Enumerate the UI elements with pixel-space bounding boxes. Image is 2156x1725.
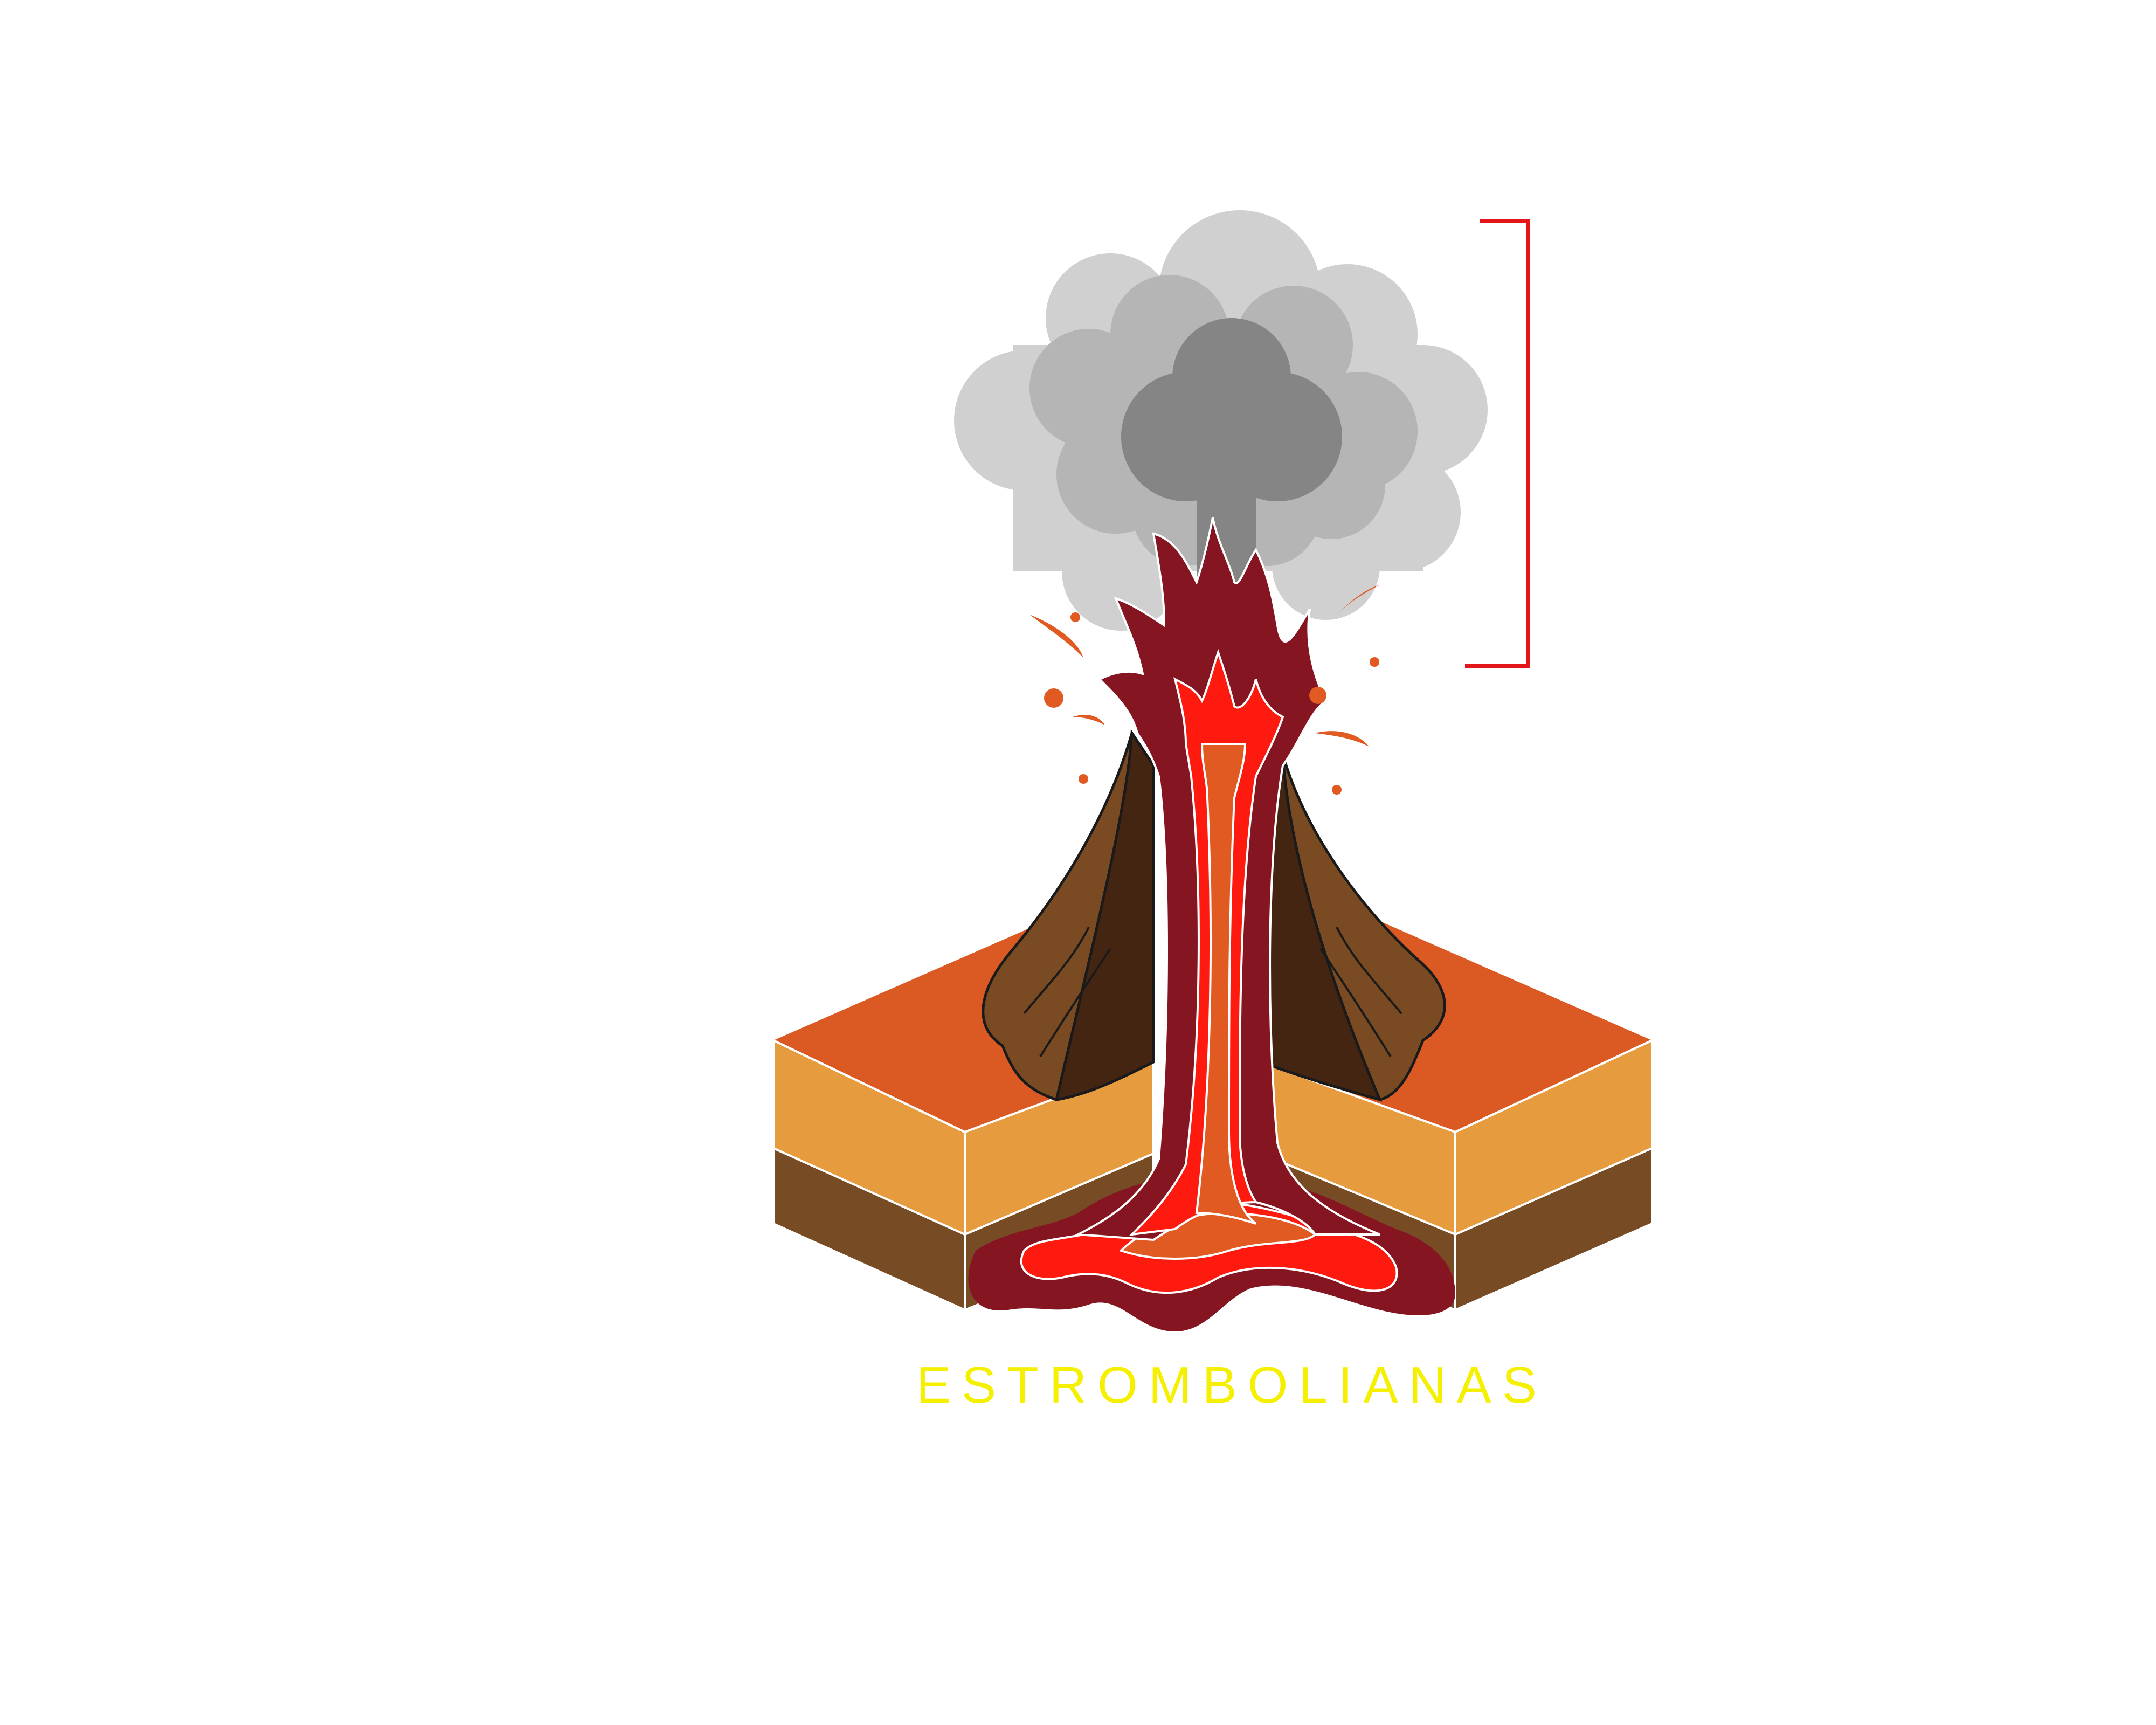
volcano-cone-icon — [982, 729, 1446, 1102]
eruption-height-bracket-icon — [1465, 219, 1530, 668]
lava-conduit-icon — [1074, 517, 1380, 1241]
lava-bomb-icon — [1029, 585, 1380, 795]
diagram-caption: ESTROMBOLIANAS — [916, 1356, 1547, 1414]
ash-cloud-icon — [954, 210, 1488, 631]
